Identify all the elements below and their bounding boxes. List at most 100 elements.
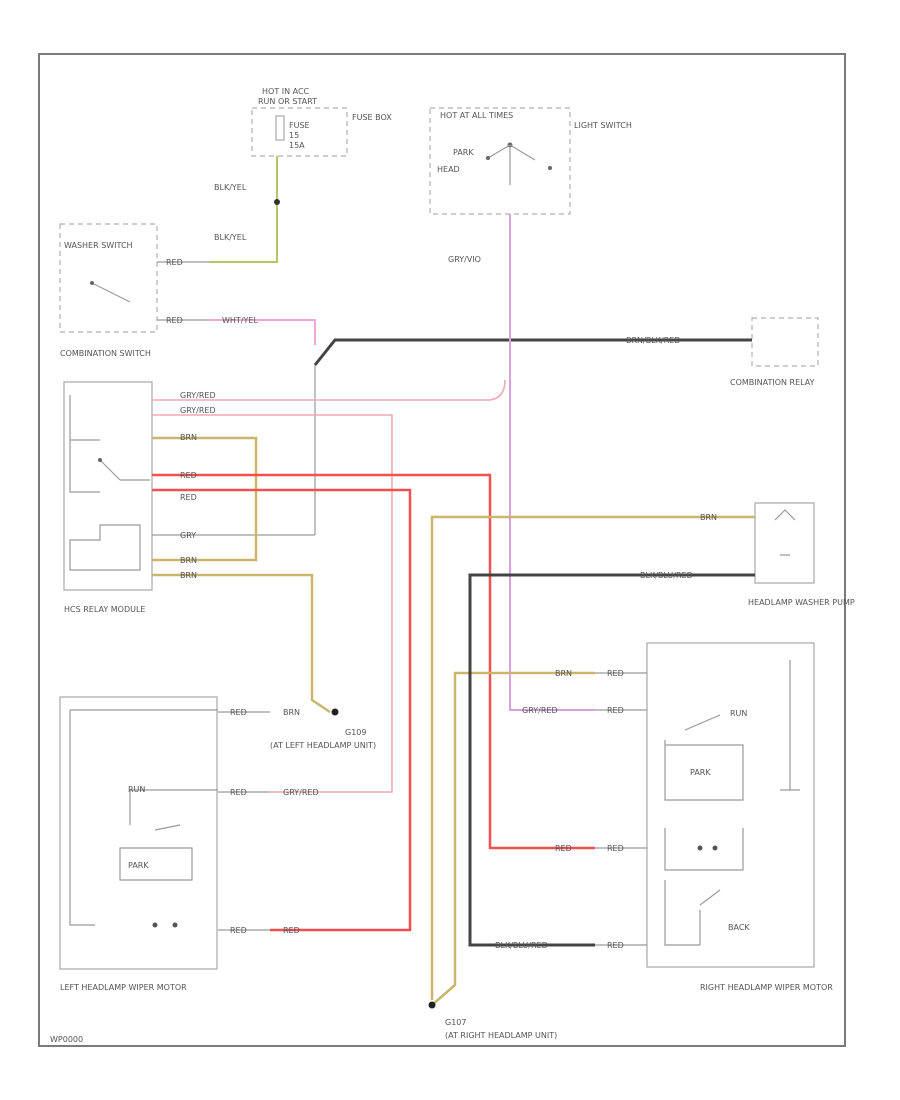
combination-relay-box xyxy=(751,317,819,367)
washer-switch-contact xyxy=(90,281,94,285)
light-switch-header: HOT AT ALL TIMES xyxy=(440,111,513,120)
wire-label: BRN xyxy=(180,571,197,580)
wire-red-left-motor xyxy=(152,488,412,932)
left-wiper-motor-contact-2 xyxy=(172,922,178,928)
wire-fuse-to-washer xyxy=(210,156,278,263)
wire-label: BRN xyxy=(555,669,572,678)
wire-label: BLK/BLU/RED xyxy=(640,571,693,580)
wire-label: BRN xyxy=(700,513,717,522)
wire-label: RED xyxy=(283,926,300,935)
ground-left-loc: (AT LEFT HEADLAMP UNIT) xyxy=(270,741,376,750)
right-motor-run-label: RUN xyxy=(730,709,747,718)
wire-label: BRN xyxy=(283,708,300,717)
right-motor-back-label: BACK xyxy=(728,923,750,932)
wire-label: BRN/BLK/RED xyxy=(626,336,680,345)
washer-switch-label: WASHER SWITCH xyxy=(64,241,133,250)
wire-label: WHT/YEL xyxy=(222,316,258,325)
splice-fuse xyxy=(274,199,280,205)
wire-label: GRY/VIO xyxy=(448,255,481,264)
ground-right-loc: (AT RIGHT HEADLAMP UNIT) xyxy=(445,1031,557,1040)
footer-code: WP0000 xyxy=(50,1035,83,1044)
fuse-value: 15 xyxy=(289,131,299,140)
fuse-box-header: HOT IN ACC xyxy=(262,87,310,96)
wire-red-right-motor xyxy=(152,473,595,850)
light-switch-box xyxy=(429,107,571,215)
wire-label: BLK/YEL xyxy=(214,233,247,242)
wire-brn-blk-red xyxy=(313,338,752,366)
wire-label: RED xyxy=(166,258,183,267)
left-wiper-motor-box xyxy=(59,696,218,970)
wire-label: RED xyxy=(180,471,197,480)
right-wiper-motor-contact-2 xyxy=(712,845,718,851)
fuse-box-header-2: RUN OR START xyxy=(258,97,317,106)
wire-brn-pump xyxy=(430,515,755,1000)
left-wiper-motor-contact-1 xyxy=(152,922,158,928)
wire-label: RED xyxy=(555,844,572,853)
wire-gry-vio xyxy=(509,214,595,711)
light-switch-blade-2 xyxy=(487,144,511,159)
wire-label: RED xyxy=(166,316,183,325)
right-wiper-motor-internal xyxy=(664,660,800,946)
wire-label: BRN xyxy=(180,556,197,565)
wire-label: GRY/RED xyxy=(283,788,319,797)
hcs-relay-module-box xyxy=(63,381,153,591)
right-wiper-motor-box xyxy=(646,642,815,968)
fuse-element xyxy=(275,115,285,141)
combination-relay-label: COMBINATION RELAY xyxy=(730,378,815,387)
wire-label: RED xyxy=(607,941,624,950)
fuse-box xyxy=(251,107,348,157)
wire-gry-red-top xyxy=(152,379,506,401)
fuse-amps: 15A xyxy=(289,141,305,150)
wire-label: RED xyxy=(230,926,247,935)
combination-switch-label: COMBINATION SWITCH xyxy=(60,349,151,358)
light-switch-blade xyxy=(509,144,536,161)
washer-switch-box xyxy=(59,223,158,333)
wire-brn-ground-left xyxy=(152,573,331,714)
ground-right-point xyxy=(428,1001,436,1009)
wire-label: RED xyxy=(180,493,197,502)
wire-wht-yel xyxy=(210,319,316,345)
light-switch-head: HEAD xyxy=(437,165,460,174)
diagram-frame xyxy=(38,53,846,1047)
ground-left-id: G109 xyxy=(345,728,366,737)
wire-label: RED xyxy=(230,708,247,717)
hcs-relay-contact xyxy=(98,458,102,462)
wire-label: RED xyxy=(607,844,624,853)
right-wiper-motor-label: RIGHT HEADLAMP WIPER MOTOR xyxy=(700,983,833,992)
right-motor-park-label: PARK xyxy=(690,768,711,777)
wire-brn-right-motor xyxy=(431,671,595,1006)
wire-label: GRY/RED xyxy=(180,391,216,400)
wire-blk-blu-red xyxy=(468,573,755,947)
light-switch-terminal-head xyxy=(548,166,552,170)
wire-gry-red-mid xyxy=(152,414,393,793)
wire-label: BLK/BLU/RED xyxy=(495,941,548,950)
right-wiper-motor-contact-1 xyxy=(697,845,703,851)
wire-brn-hcs xyxy=(152,436,258,562)
wire-label: RED xyxy=(607,706,624,715)
wire-label: BLK/YEL xyxy=(214,183,247,192)
headlamp-washer-pump-label: HEADLAMP WASHER PUMP xyxy=(748,598,855,607)
left-motor-park-label: PARK xyxy=(128,861,149,870)
wire-label: GRY xyxy=(180,531,196,540)
left-wiper-motor-internal xyxy=(69,709,218,926)
fuse-label: FUSE xyxy=(289,121,310,130)
wire-label: BRN xyxy=(180,433,197,442)
light-switch-terminal-park xyxy=(486,156,490,160)
fuse-box-label: FUSE BOX xyxy=(352,113,392,122)
wire-label: GRY/RED xyxy=(522,706,558,715)
washer-switch-blade xyxy=(91,282,131,303)
pump-symbol xyxy=(774,509,796,556)
wire-label: RED xyxy=(607,669,624,678)
hcs-relay-internal xyxy=(69,395,150,571)
ground-left-point xyxy=(331,708,339,716)
light-switch-park: PARK xyxy=(453,148,474,157)
headlamp-washer-pump-box xyxy=(754,502,815,584)
light-switch-label: LIGHT SWITCH xyxy=(574,121,632,130)
hcs-relay-module-label: HCS RELAY MODULE xyxy=(64,605,145,614)
wire-label: GRY/RED xyxy=(180,406,216,415)
ground-right-id: G107 xyxy=(445,1018,466,1027)
left-wiper-motor-label: LEFT HEADLAMP WIPER MOTOR xyxy=(60,983,187,992)
left-motor-run-label: RUN xyxy=(128,785,145,794)
wire-label: RED xyxy=(230,788,247,797)
